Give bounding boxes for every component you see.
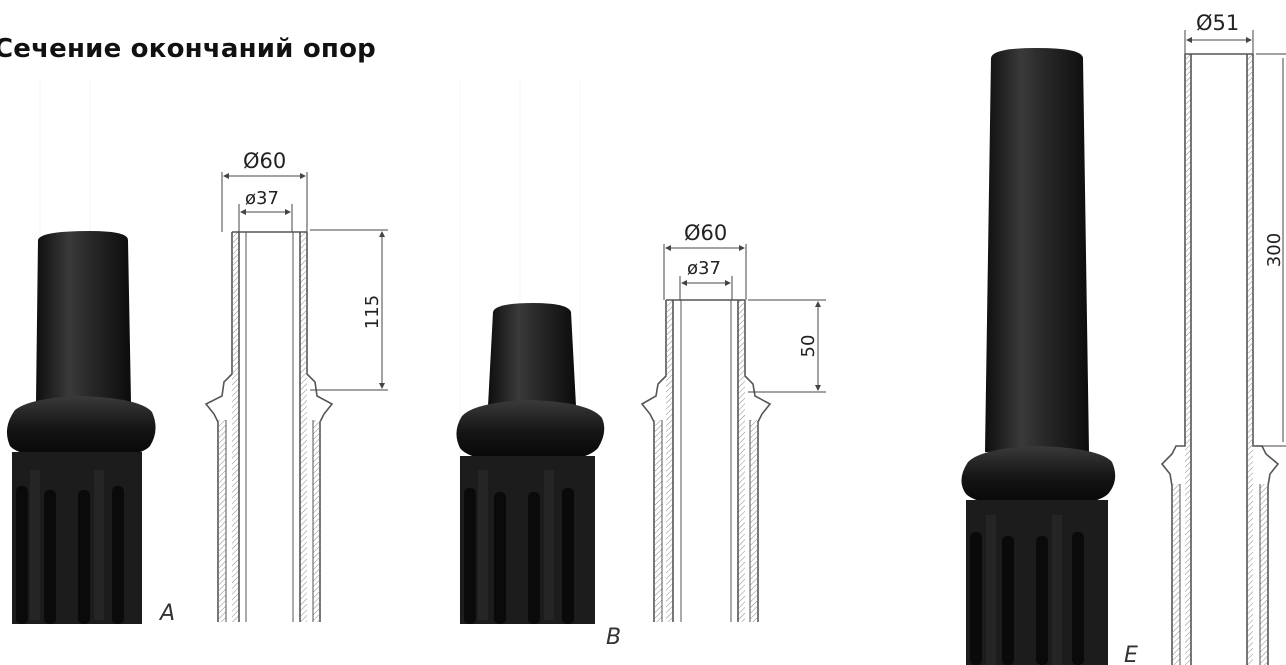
section-drawing-a xyxy=(204,231,334,622)
section-drawing-e xyxy=(1160,53,1280,665)
dimensions-e xyxy=(1184,30,1286,447)
post-photo-b xyxy=(456,303,605,624)
variant-letter-e: E xyxy=(1124,643,1138,665)
page-title: Сечение окончаний опор xyxy=(0,34,376,64)
outer-diameter-a: Ø60 xyxy=(243,149,286,173)
dimensions-b xyxy=(663,244,826,393)
length-e: 300 xyxy=(1264,233,1285,267)
outer-diameter-e: Ø51 xyxy=(1196,11,1239,35)
variant-letter-b: B xyxy=(606,625,621,650)
inner-diameter-b: ø37 xyxy=(687,258,721,279)
post-photo-a xyxy=(6,231,156,624)
outer-diameter-b: Ø60 xyxy=(684,221,727,245)
length-b: 50 xyxy=(798,335,819,358)
variant-letter-a: A xyxy=(158,601,175,626)
length-a: 115 xyxy=(362,295,383,329)
section-drawing-b xyxy=(640,299,772,622)
post-photo-e xyxy=(961,48,1116,665)
inner-diameter-a: ø37 xyxy=(245,188,279,209)
dimensions-a xyxy=(221,172,388,391)
